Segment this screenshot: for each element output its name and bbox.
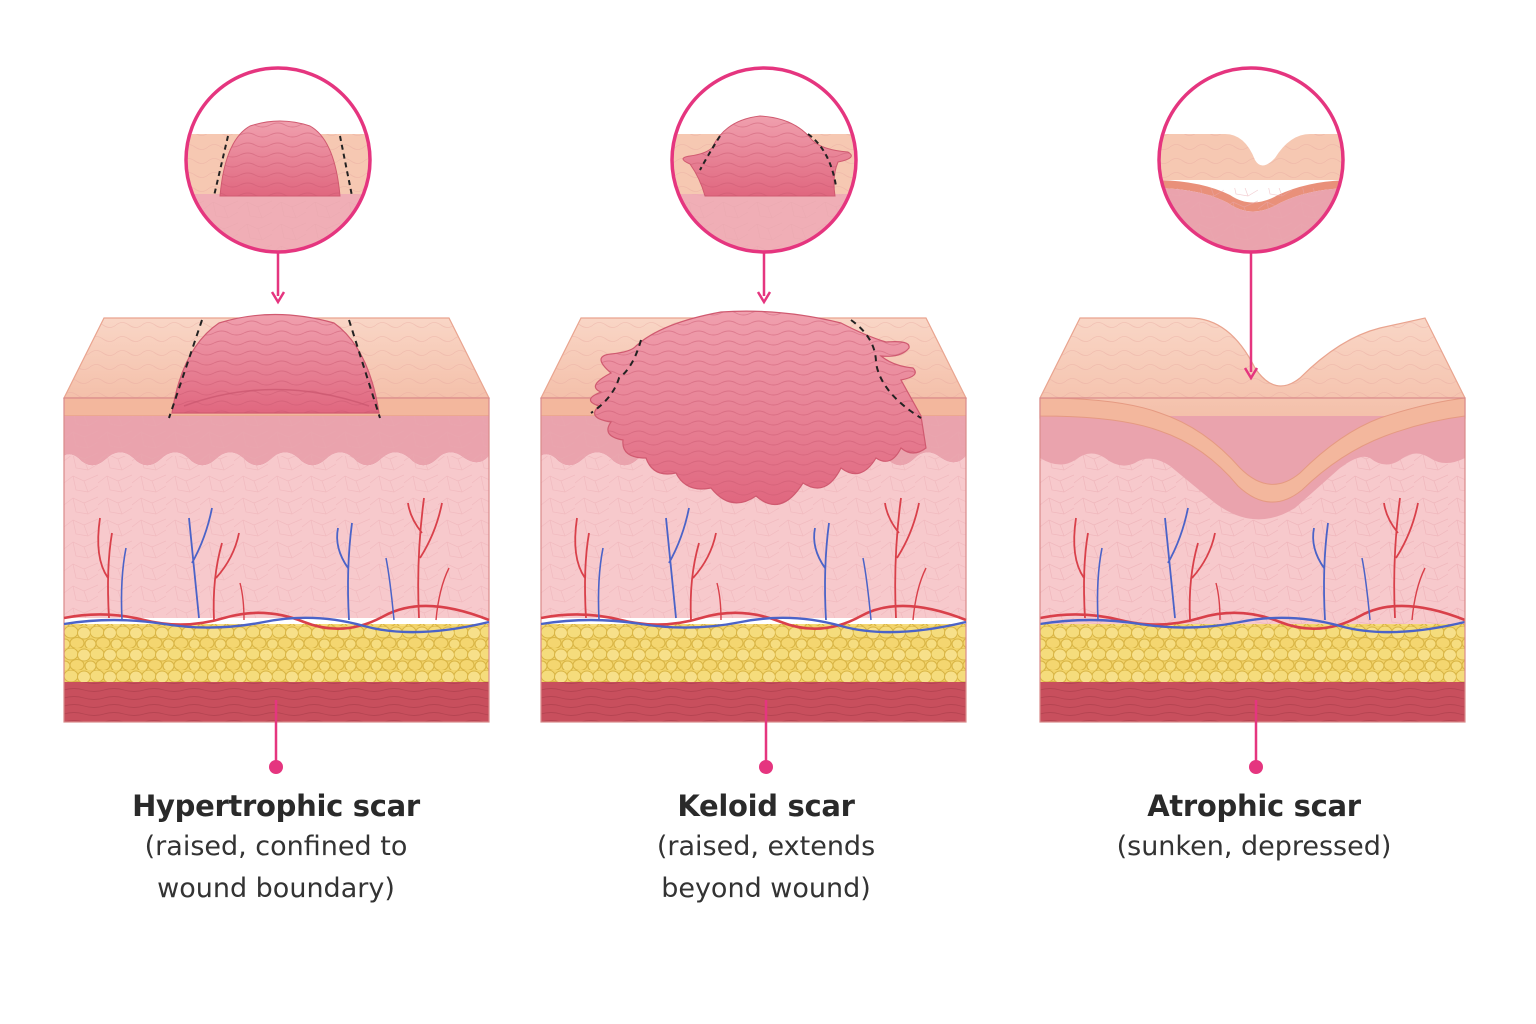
- wound-boundary-right: [850, 319, 922, 419]
- pointer-atrophic: [1249, 700, 1263, 774]
- panel-hypertrophic: [62, 313, 491, 723]
- label-keloid: Keloid scar (raised, extends beyond woun…: [536, 786, 996, 910]
- keloid-desc-line1: (raised, extends: [656, 831, 876, 862]
- panel-keloid: [539, 310, 968, 723]
- hypertrophic-desc-line1: (raised, confined to: [144, 831, 408, 862]
- atrophic-title: Atrophic scar: [1147, 789, 1361, 823]
- pointer-hypertrophic: [269, 700, 283, 774]
- wound-boundary-left: [590, 339, 642, 414]
- keloid-desc-line2: beyond wound): [661, 873, 871, 904]
- label-atrophic: Atrophic scar (sunken, depressed): [1024, 786, 1484, 868]
- hypertrophic-desc-line2: wound boundary): [157, 873, 395, 904]
- keloid-title: Keloid scar: [677, 789, 855, 823]
- pointer-keloid: [759, 700, 773, 774]
- hypertrophic-title: Hypertrophic scar: [132, 789, 420, 823]
- atrophic-desc-line1: (sunken, depressed): [1116, 831, 1392, 862]
- magnifier-hypertrophic: [184, 66, 372, 305]
- magnifier-keloid: [670, 66, 858, 305]
- panel-atrophic: [1038, 317, 1467, 723]
- label-hypertrophic: Hypertrophic scar (raised, confined to w…: [46, 786, 506, 910]
